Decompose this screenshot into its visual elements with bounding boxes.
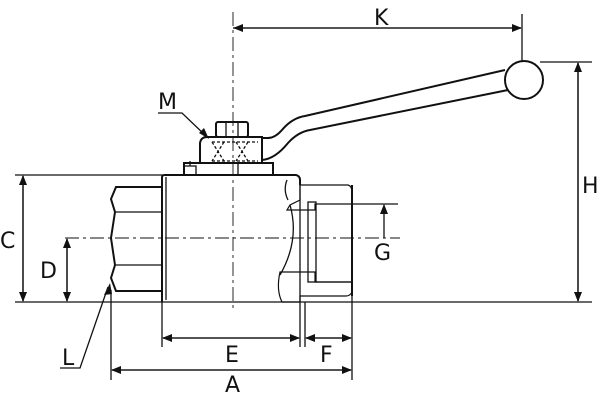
label-G: G	[374, 241, 391, 266]
stem-assembly	[183, 121, 274, 176]
label-D: D	[40, 259, 57, 284]
label-L: L	[62, 346, 75, 371]
left-hex-end	[109, 186, 162, 292]
right-fitting-section	[277, 184, 353, 303]
label-M: M	[158, 90, 177, 115]
leader-M	[158, 112, 207, 137]
label-F: F	[320, 343, 333, 368]
handle-ball-knob	[504, 60, 544, 100]
label-C: C	[0, 229, 15, 254]
valve-body	[161, 174, 301, 302]
lever-handle	[261, 60, 544, 161]
label-H: H	[582, 174, 599, 199]
label-K: K	[374, 6, 389, 31]
label-A: A	[225, 373, 240, 398]
leader-L	[60, 286, 109, 369]
label-E: E	[225, 343, 239, 368]
